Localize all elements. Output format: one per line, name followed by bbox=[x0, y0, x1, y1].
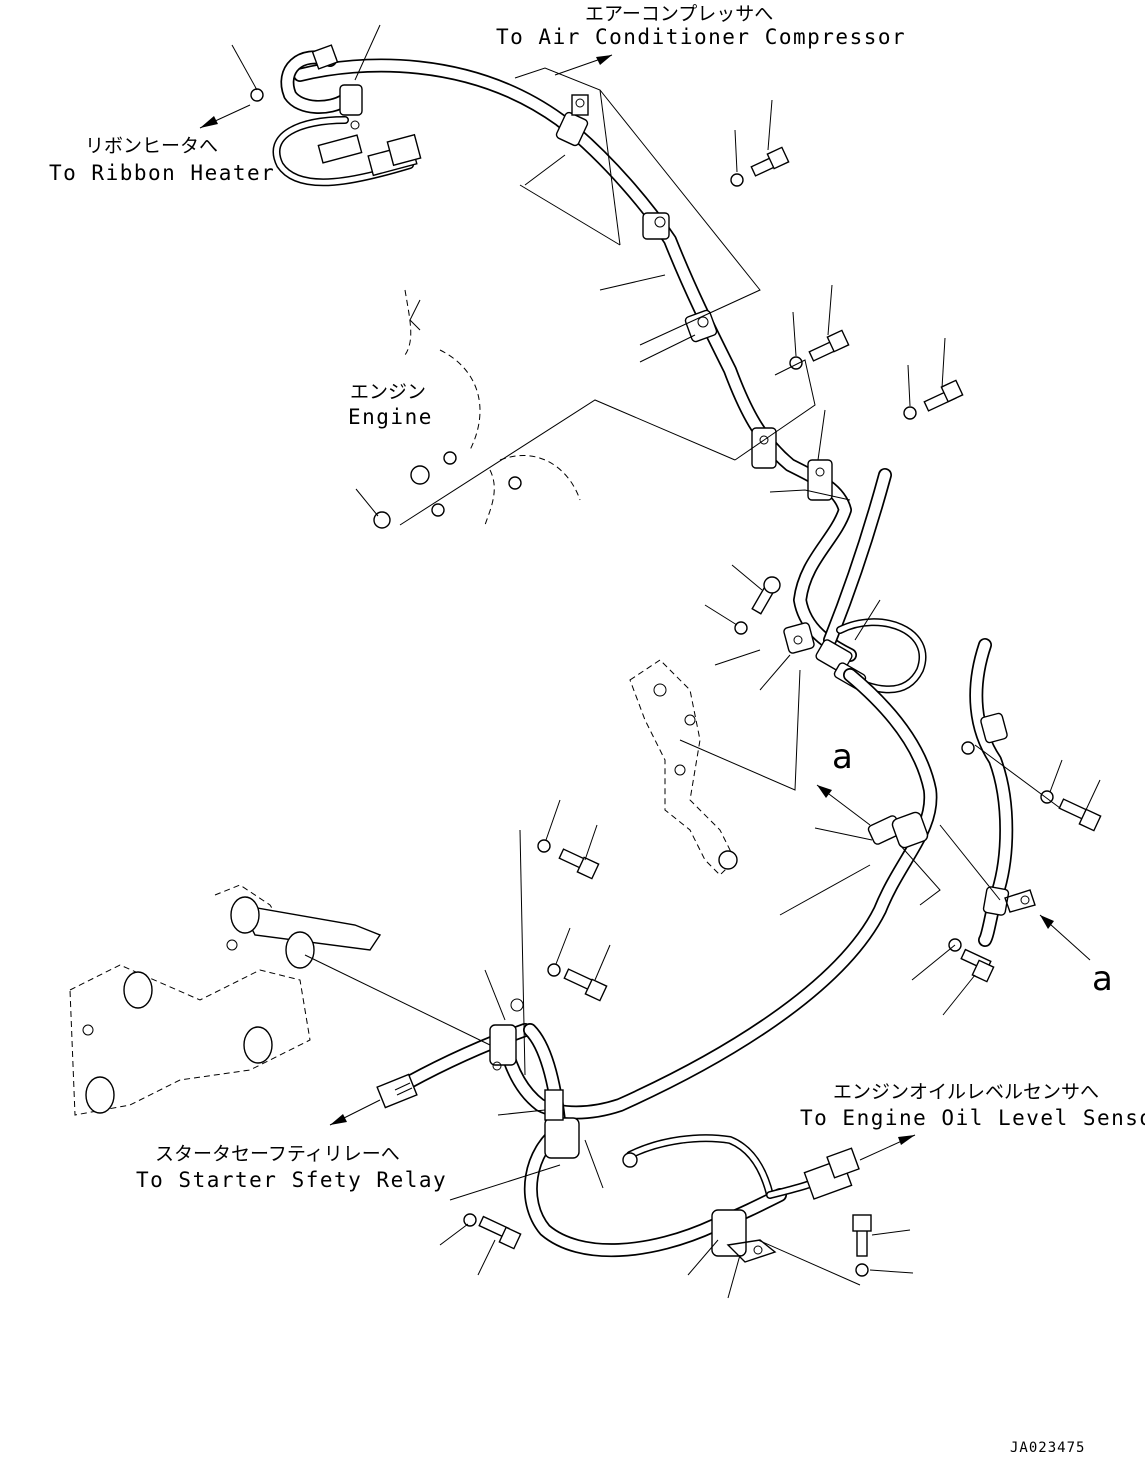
bracket-lower-left bbox=[69, 884, 382, 1116]
washer bbox=[730, 173, 744, 187]
bolt bbox=[852, 1214, 872, 1257]
washer bbox=[903, 406, 917, 420]
bolts bbox=[250, 88, 1102, 1277]
drawing-number: JA023475 bbox=[1010, 1440, 1085, 1456]
ribbon-heater-label-en: To Ribbon Heater bbox=[49, 161, 275, 185]
view-a-marker: a bbox=[832, 737, 853, 777]
bolt bbox=[563, 968, 608, 1002]
clamp bbox=[684, 309, 718, 343]
engine-label-jp: エンジン bbox=[350, 381, 426, 403]
air-compressor-label-en: To Air Conditioner Compressor bbox=[496, 25, 906, 49]
clamp bbox=[642, 212, 670, 240]
washer bbox=[961, 741, 975, 755]
starter-relay-label-en: To Starter Sfety Relay bbox=[136, 1168, 447, 1192]
clamp bbox=[783, 622, 815, 654]
washer bbox=[463, 1213, 477, 1227]
side-hose bbox=[969, 638, 1036, 947]
washer bbox=[250, 88, 264, 102]
leader-lines bbox=[199, 24, 1101, 1299]
view-a-marker: a bbox=[1092, 959, 1113, 999]
ribbon-heater-label-jp: リボンヒータへ bbox=[85, 135, 218, 157]
washer bbox=[547, 963, 561, 977]
clamp bbox=[339, 84, 363, 130]
clamp bbox=[807, 459, 833, 501]
bolt bbox=[923, 379, 964, 412]
bolt bbox=[1058, 798, 1102, 832]
engine-outline bbox=[373, 289, 581, 529]
starter-relay-label-jp: スタータセーフティリレーへ bbox=[155, 1143, 400, 1165]
bolt bbox=[750, 146, 790, 177]
washer bbox=[734, 621, 748, 635]
lower-harness bbox=[376, 668, 938, 1263]
clamp bbox=[867, 811, 929, 849]
air-compressor-label-jp: エアーコンプレッサへ bbox=[585, 3, 773, 25]
nut bbox=[410, 465, 430, 485]
bracket-mid bbox=[629, 659, 738, 876]
clamp bbox=[544, 1089, 580, 1159]
washer bbox=[855, 1263, 869, 1277]
oil-sensor-connector bbox=[803, 1147, 860, 1200]
bolt bbox=[751, 576, 781, 615]
engine-label-en: Engine bbox=[348, 405, 433, 429]
upper-harness bbox=[272, 44, 927, 694]
clamp bbox=[555, 94, 589, 147]
bolt bbox=[808, 329, 850, 362]
clamp bbox=[711, 1209, 777, 1263]
ring-terminal bbox=[622, 1152, 638, 1168]
washer bbox=[789, 356, 803, 370]
starter-relay-connector bbox=[376, 1073, 418, 1109]
bolt bbox=[478, 1215, 522, 1250]
bolt bbox=[558, 848, 600, 880]
bolt bbox=[960, 948, 995, 983]
washer bbox=[537, 839, 551, 853]
oil-sensor-label-en: To Engine Oil Level Sensor bbox=[800, 1106, 1145, 1130]
oil-sensor-label-jp: エンジンオイルレベルセンサへ bbox=[833, 1081, 1099, 1103]
ribbon-heater-connector bbox=[317, 133, 422, 177]
